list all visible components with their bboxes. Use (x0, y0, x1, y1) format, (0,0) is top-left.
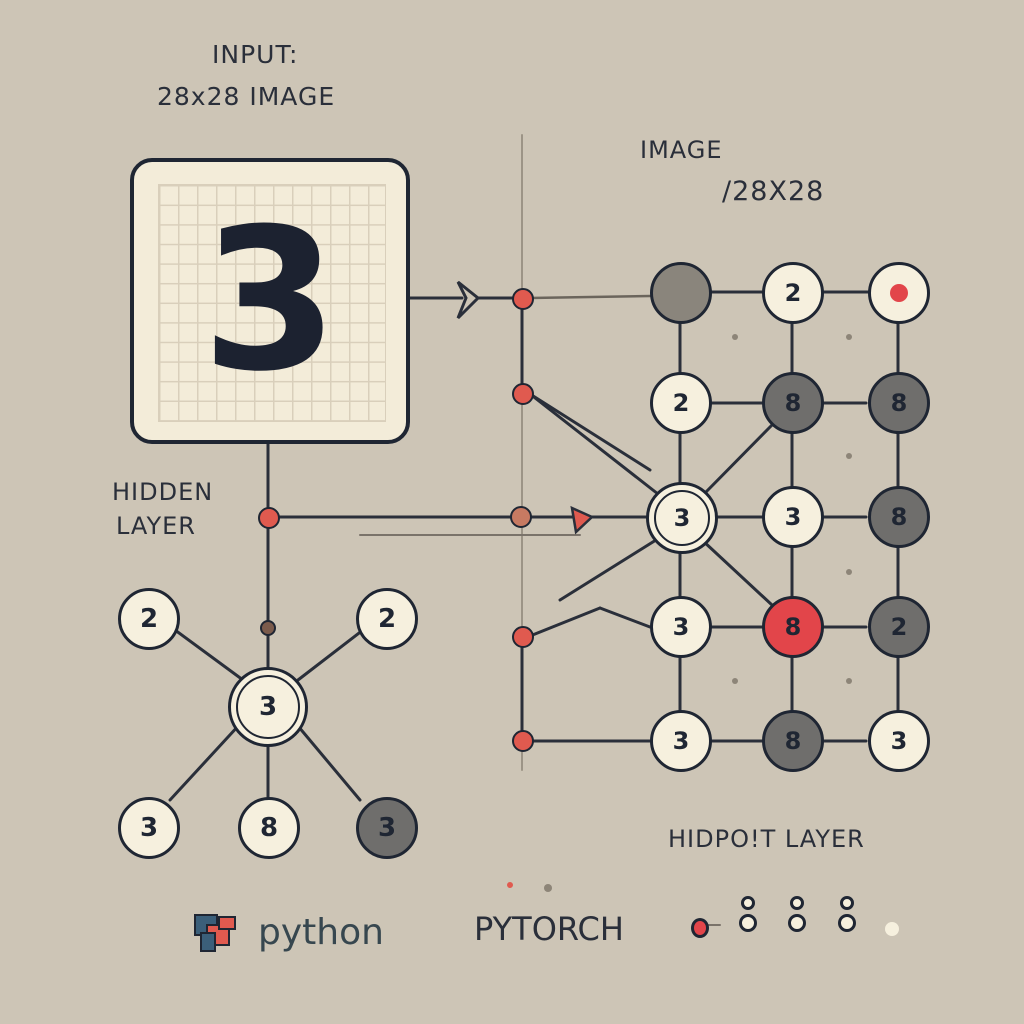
grid-node-r2c2: 8 (762, 372, 824, 434)
pytorch-label: PYTORCH (474, 910, 624, 948)
hidden-label-line1: HIDDEN (112, 478, 214, 506)
grid-node-r5c1: 3 (650, 710, 712, 772)
left-node-top-left: 2 (118, 588, 180, 650)
grid-node-r3c1-hub: 3 (646, 482, 718, 554)
output-dot-faint (885, 922, 899, 936)
grid-node-r4c2: 8 (762, 596, 824, 658)
grid-node-r5c3: 3 (868, 710, 930, 772)
python-logo-icon (194, 914, 236, 952)
grid-node-r3c3: 8 (868, 486, 930, 548)
left-node-bottom-center: 8 (238, 797, 300, 859)
bus-node-4 (512, 626, 534, 648)
left-center-node: 3 (228, 667, 308, 747)
grid-node-r5c2: 8 (762, 710, 824, 772)
bus-node-2 (512, 383, 534, 405)
python-label: python (258, 912, 384, 953)
input-digit: 3 (201, 187, 339, 415)
bus-node-3 (510, 506, 532, 528)
output-dot-red (691, 918, 709, 938)
grid-node-r1c3 (868, 262, 930, 324)
output-dot-pair-3 (836, 896, 856, 932)
image-label-line2: /28X28 (722, 176, 825, 207)
hidpoit-layer-label: HIDPO!T LAYER (668, 825, 865, 853)
bus-node-5 (512, 730, 534, 752)
pixel-grid (158, 184, 386, 422)
grid-node-r1c2: 2 (762, 262, 824, 324)
hidden-small-node (260, 620, 276, 636)
hidden-label-line2: LAYER (116, 512, 196, 540)
grid-node-r1c1 (650, 262, 712, 324)
output-dot-pair-2 (786, 896, 806, 932)
input-image: 3 (130, 158, 410, 444)
grid-node-r2c3: 8 (868, 372, 930, 434)
grid-node-r4c3: 2 (868, 596, 930, 658)
input-label-line1: INPUT: (212, 40, 299, 69)
grid-node-r4c1: 3 (650, 596, 712, 658)
output-dot-pair-1 (737, 896, 757, 932)
grid-node-r2c1: 2 (650, 372, 712, 434)
left-node-bottom-right: 3 (356, 797, 418, 859)
left-node-top-right: 2 (356, 588, 418, 650)
input-label-line2: 28x28 IMAGE (157, 82, 336, 111)
bus-node-top (512, 288, 534, 310)
left-node-bottom-left: 3 (118, 797, 180, 859)
grid-node-r3c2: 3 (762, 486, 824, 548)
image-label-line1: IMAGE (640, 136, 723, 164)
hidden-node (258, 507, 280, 529)
